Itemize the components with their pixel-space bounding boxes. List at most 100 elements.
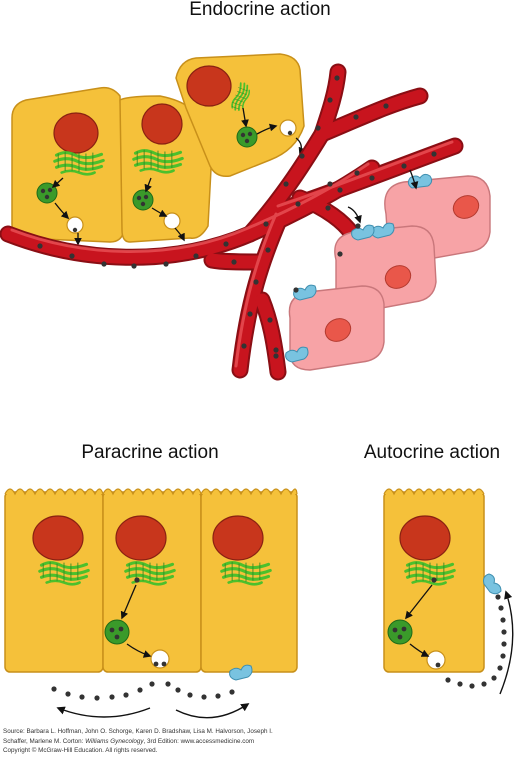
hormone-molecule-icon (337, 251, 343, 257)
paracrine-cell (102, 488, 202, 673)
arrow-icon (54, 202, 70, 220)
hormone-molecule-icon (101, 261, 107, 267)
hormone-molecule-icon (201, 694, 207, 700)
arrow-icon (499, 590, 514, 695)
paracrine-cells (4, 488, 298, 681)
hormone-molecule-icon (401, 163, 407, 169)
hormone-molecule-icon (267, 317, 273, 323)
hormone-molecule-icon (109, 694, 115, 700)
hormone-molecule-icon (495, 594, 501, 600)
endocrine-secreting-cells (11, 53, 306, 246)
autocrine-hormones (445, 594, 507, 689)
paracrine-diffusing-hormones (51, 681, 235, 701)
hormone-molecule-icon (229, 689, 235, 695)
target-nucleus (452, 195, 480, 219)
secretory-vesicle-icon (132, 189, 154, 211)
hormone-molecule-icon (353, 114, 359, 120)
secretory-vesicle-icon (236, 126, 258, 148)
hormone-molecule-icon (500, 653, 506, 659)
hormone-molecule-icon (501, 641, 507, 647)
hormone-molecule-icon (445, 677, 451, 683)
arrow-icon (56, 706, 151, 718)
target-nucleus (384, 265, 412, 289)
nucleus (186, 65, 232, 107)
hormone-molecule-icon (65, 691, 71, 697)
autocrine-heading: Autocrine action (364, 442, 500, 463)
credit-authors: Schaffer, Marlene M. Corton: (3, 737, 86, 745)
endocrine-heading: Endocrine action (189, 0, 331, 20)
hormones-in-blood (37, 75, 437, 353)
exocytosis-pocket (279, 119, 297, 137)
hormone-molecule-icon (354, 170, 360, 176)
arrow-icon (347, 206, 362, 224)
hormone-molecule-icon (273, 353, 279, 359)
hormone-molecule-icon (149, 681, 155, 687)
nucleus (32, 515, 84, 561)
hormone-molecule-icon (79, 694, 85, 700)
hormone-molecule-icon (469, 683, 475, 689)
receptor-icon (293, 284, 317, 301)
receptor-icon (483, 573, 502, 595)
arrow-icon (175, 703, 250, 719)
hormone-molecule-icon (165, 681, 171, 687)
arrow-icon (144, 177, 152, 193)
hormone-molecule-icon (481, 681, 487, 687)
autocrine-cell (383, 488, 502, 673)
hormone-molecule-icon (51, 686, 57, 692)
hormone-molecule-icon (315, 125, 321, 131)
secretory-vesicle-icon (104, 619, 130, 645)
arrow-icon (174, 227, 185, 242)
hormone-molecule-icon (273, 347, 279, 353)
hormone-molecule-icon (457, 681, 463, 687)
hormone-molecule-icon (123, 692, 129, 698)
hormone-molecule-icon (215, 693, 221, 699)
hormone-molecule-icon (263, 221, 269, 227)
nucleus (399, 515, 451, 561)
credit-book-title: Williams Gynecology (85, 737, 144, 745)
hormone-molecule-icon (223, 241, 229, 247)
hormone-molecule-icon (491, 675, 497, 681)
hormone-molecule-icon (295, 201, 301, 207)
credit-edition: , 3rd Edition: www.accessmedicine.com (143, 737, 255, 745)
credit-line: Schaffer, Marlene M. Corton: Williams Gy… (3, 737, 518, 747)
vesicle-contact-dot (134, 577, 140, 583)
exocytosis-pocket (163, 212, 181, 230)
hormone-molecule-icon (37, 243, 43, 249)
target-nucleus (324, 318, 352, 342)
arrow-icon (409, 169, 419, 190)
nucleus (53, 112, 99, 154)
exocytosis-pocket (426, 650, 446, 670)
hormone-molecule-icon (334, 75, 340, 81)
endocrine-target-cells (273, 169, 491, 371)
hormone-molecule-icon (497, 665, 503, 671)
arrow-icon (120, 584, 137, 620)
arrow-icon (241, 107, 249, 128)
credit-line: Source: Barbara L. Hoffman, John O. Scho… (3, 728, 273, 735)
hormone-molecule-icon (283, 181, 289, 187)
receptor-icon (285, 346, 309, 363)
hormone-molecule-icon (241, 343, 247, 349)
hormone-molecule-icon (69, 253, 75, 259)
hormone-molecule-icon (355, 223, 361, 229)
hormone-molecule-icon (383, 103, 389, 109)
hormone-molecule-icon (369, 175, 375, 181)
source-credit: Source: Barbara L. Hoffman, John O. Scho… (3, 727, 518, 756)
hormone-molecule-icon (431, 151, 437, 157)
arrow-icon (256, 123, 278, 135)
paracrine-heading: Paracrine action (81, 442, 218, 463)
hormone-molecule-icon (337, 187, 343, 193)
paracrine-cell (200, 488, 298, 673)
hormone-molecule-icon (94, 695, 100, 701)
arrow-icon (405, 584, 433, 620)
hormone-molecule-icon (327, 97, 333, 103)
nucleus (141, 103, 183, 145)
receptor-icon (229, 664, 253, 681)
hormone-molecule-icon (175, 687, 181, 693)
exocytosis-pocket (150, 649, 170, 669)
arrow-icon (409, 643, 430, 657)
hormone-molecule-icon (231, 259, 237, 265)
hormone-molecule-icon (299, 153, 305, 159)
nucleus (212, 515, 264, 561)
hormone-molecule-icon (193, 253, 199, 259)
